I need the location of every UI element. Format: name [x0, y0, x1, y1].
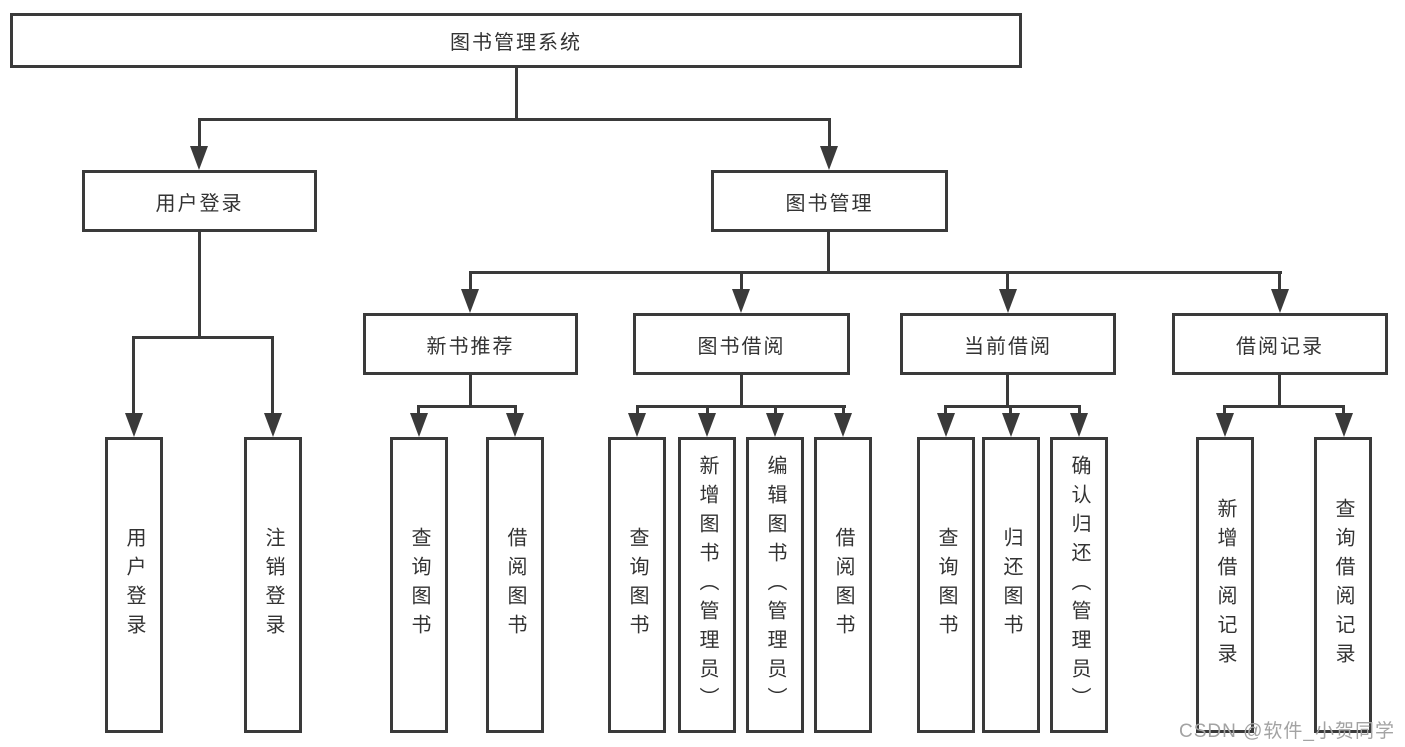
connector-line — [706, 405, 709, 415]
connector-line — [1223, 405, 1345, 408]
node-label: 新书推荐 — [426, 335, 515, 358]
leaf-label: 编辑图书（管理员） — [764, 454, 786, 716]
leaf-logout: 注销登录 — [244, 437, 302, 733]
connector-line — [132, 336, 274, 339]
connector-line — [417, 405, 420, 415]
arrowhead-icon — [410, 413, 428, 437]
arrowhead-icon — [461, 289, 479, 313]
arrowhead-icon — [628, 413, 646, 437]
leaf-label: 借阅图书 — [832, 527, 854, 643]
node-label: 用户登录 — [155, 192, 244, 215]
connector-line — [469, 375, 472, 405]
node-label: 图书管理 — [785, 192, 874, 215]
connector-line — [132, 336, 135, 415]
connector-line — [469, 271, 1282, 274]
arrowhead-icon — [999, 289, 1017, 313]
node-label: 借阅记录 — [1236, 335, 1324, 358]
connector-line — [514, 405, 517, 415]
connector-line — [198, 232, 201, 336]
connector-line — [740, 375, 743, 405]
connector-line — [1009, 405, 1012, 415]
node-book-management: 图书管理 — [711, 170, 948, 232]
leaf-label: 注销登录 — [262, 527, 284, 643]
arrowhead-icon — [506, 413, 524, 437]
csdn-watermark: CSDN @软件_小贺同学 — [1179, 721, 1395, 742]
arrowhead-icon — [937, 413, 955, 437]
connector-line — [944, 405, 947, 415]
connector-line — [1006, 271, 1009, 291]
leaf-label: 归还图书 — [1000, 527, 1022, 643]
leaf-label: 新增图书（管理员） — [696, 454, 718, 716]
node-label: 当前借阅 — [964, 335, 1052, 358]
leaf-label: 确认归还（管理员） — [1068, 454, 1090, 716]
connector-line — [944, 405, 1081, 408]
arrowhead-icon — [125, 413, 143, 437]
connector-line — [1278, 375, 1281, 405]
arrowhead-icon — [698, 413, 716, 437]
node-borrowing-records: 借阅记录 — [1172, 313, 1388, 375]
leaf-user-login: 用户登录 — [105, 437, 163, 733]
connector-line — [271, 336, 274, 415]
connector-line — [636, 405, 639, 415]
connector-line — [198, 118, 831, 121]
connector-line — [469, 271, 472, 291]
arrowhead-icon — [1216, 413, 1234, 437]
arrowhead-icon — [190, 146, 208, 170]
connector-line — [417, 405, 517, 408]
leaf-label: 查询借阅记录 — [1332, 498, 1354, 672]
leaf-borrow-books-recommend: 借阅图书 — [486, 437, 544, 733]
connector-line — [827, 232, 830, 271]
arrowhead-icon — [264, 413, 282, 437]
connector-line — [1278, 271, 1281, 291]
node-user-login: 用户登录 — [82, 170, 317, 232]
arrowhead-icon — [820, 146, 838, 170]
arrowhead-icon — [1070, 413, 1088, 437]
leaf-query-books-current: 查询图书 — [917, 437, 975, 733]
leaf-label: 用户登录 — [123, 527, 145, 643]
leaf-add-books-admin: 新增图书（管理员） — [678, 437, 736, 733]
leaf-return-books: 归还图书 — [982, 437, 1040, 733]
leaf-edit-books-admin: 编辑图书（管理员） — [746, 437, 804, 733]
leaf-query-borrow-record: 查询借阅记录 — [1314, 437, 1372, 733]
leaf-label: 查询图书 — [408, 527, 430, 643]
connector-line — [636, 405, 846, 408]
arrowhead-icon — [1002, 413, 1020, 437]
node-book-borrowing: 图书借阅 — [633, 313, 850, 375]
connector-line — [198, 118, 201, 149]
connector-line — [828, 118, 831, 149]
node-label: 图书借阅 — [697, 335, 786, 358]
connector-line — [1006, 375, 1009, 405]
leaf-label: 查询图书 — [935, 527, 957, 643]
connector-line — [774, 405, 777, 415]
node-new-book-recommendation: 新书推荐 — [363, 313, 578, 375]
leaf-label: 借阅图书 — [504, 527, 526, 643]
node-current-borrowing: 当前借阅 — [900, 313, 1116, 375]
connector-line — [515, 68, 518, 118]
node-label: 图书管理系统 — [450, 32, 582, 54]
leaf-confirm-return-admin: 确认归还（管理员） — [1050, 437, 1108, 733]
leaf-label: 新增借阅记录 — [1214, 498, 1236, 672]
connector-line — [1223, 405, 1226, 415]
connector-line — [1078, 405, 1081, 415]
connector-line — [740, 271, 743, 291]
arrowhead-icon — [1335, 413, 1353, 437]
connector-line — [842, 405, 845, 415]
arrowhead-icon — [766, 413, 784, 437]
leaf-query-books-borrowing: 查询图书 — [608, 437, 666, 733]
node-book-management-system: 图书管理系统 — [10, 13, 1022, 68]
leaf-borrow-books: 借阅图书 — [814, 437, 872, 733]
connector-line — [1342, 405, 1345, 415]
leaf-label: 查询图书 — [626, 527, 648, 643]
arrowhead-icon — [1271, 289, 1289, 313]
arrowhead-icon — [732, 289, 750, 313]
arrowhead-icon — [834, 413, 852, 437]
leaf-add-borrow-record: 新增借阅记录 — [1196, 437, 1254, 733]
leaf-query-books-recommend: 查询图书 — [390, 437, 448, 733]
